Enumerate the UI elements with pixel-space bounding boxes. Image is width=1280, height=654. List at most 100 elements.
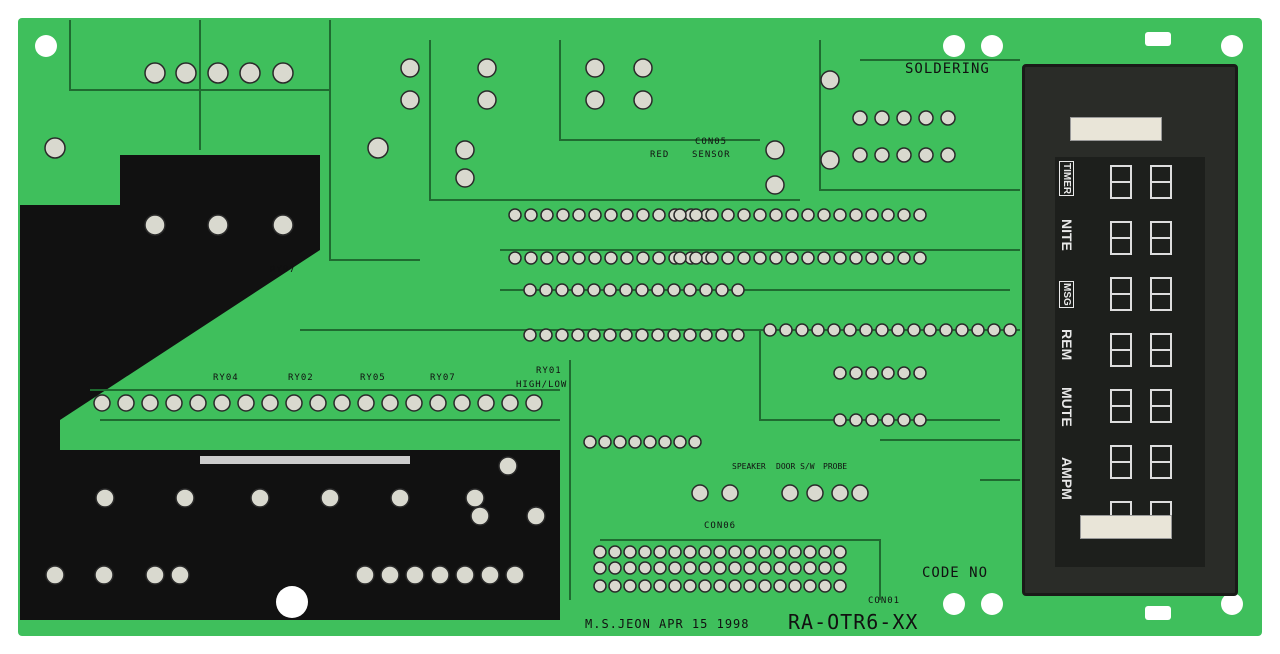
solder-pad xyxy=(773,579,787,593)
con05-label: CON05 xyxy=(695,137,728,147)
solder-pad xyxy=(604,208,618,222)
solder-pad xyxy=(881,366,895,380)
solder-pad xyxy=(781,484,799,502)
display-digit xyxy=(1150,445,1172,479)
relay-label: RY02 xyxy=(288,373,314,383)
display-connector-bottom xyxy=(1080,515,1172,539)
solder-pad xyxy=(44,137,66,159)
relay-label: RY01 xyxy=(536,366,562,376)
solder-pad xyxy=(633,90,653,110)
solder-pad xyxy=(470,506,490,526)
solder-pad xyxy=(635,283,649,297)
solder-pad xyxy=(390,488,410,508)
solder-pad xyxy=(849,413,863,427)
solder-pad xyxy=(699,283,713,297)
solder-pad xyxy=(652,208,666,222)
solder-pad xyxy=(728,545,742,559)
solder-pad xyxy=(170,565,190,585)
solder-pad xyxy=(765,140,785,160)
solder-pad xyxy=(713,561,727,575)
display-connector-top xyxy=(1070,117,1162,141)
solder-pad xyxy=(628,435,642,449)
relay-label: RY05 xyxy=(360,373,386,383)
solder-pad xyxy=(827,323,841,337)
solder-pad xyxy=(508,251,522,265)
solder-pad xyxy=(852,110,868,126)
solder-pad xyxy=(505,565,525,585)
solder-pad xyxy=(355,565,375,585)
display-digit xyxy=(1150,165,1172,199)
solder-pad xyxy=(272,62,294,84)
solder-pad xyxy=(261,394,279,412)
solder-pad xyxy=(683,328,697,342)
solder-pad xyxy=(523,328,537,342)
solder-pad xyxy=(731,283,745,297)
timer-indicator: TIMER xyxy=(1059,161,1074,197)
solder-pad xyxy=(940,110,956,126)
solder-pad xyxy=(818,561,832,575)
solder-pad xyxy=(571,283,585,297)
solder-pad xyxy=(540,251,554,265)
solder-pad xyxy=(539,283,553,297)
display-digit xyxy=(1150,389,1172,423)
solder-pad xyxy=(817,251,831,265)
solder-pad xyxy=(688,435,702,449)
solder-pad xyxy=(585,90,605,110)
nite-indicator: NITE xyxy=(1059,219,1075,251)
solder-pad xyxy=(897,208,911,222)
ground-plane xyxy=(20,155,560,620)
solder-pad xyxy=(874,147,890,163)
solder-pad xyxy=(833,413,847,427)
solder-pad xyxy=(165,394,183,412)
solder-pad xyxy=(865,366,879,380)
solder-pad xyxy=(571,328,585,342)
solder-pad xyxy=(623,579,637,593)
solder-pad xyxy=(141,394,159,412)
solder-pad xyxy=(524,208,538,222)
solder-pad xyxy=(713,545,727,559)
solder-pad xyxy=(852,147,868,163)
solder-pad xyxy=(477,394,495,412)
solder-pad xyxy=(788,545,802,559)
relay-label: RY04 xyxy=(213,373,239,383)
solder-pad xyxy=(820,70,840,90)
relay-label: RY07 xyxy=(270,265,296,275)
solder-pad xyxy=(801,208,815,222)
mute-indicator: MUTE xyxy=(1059,387,1075,427)
solder-pad xyxy=(636,208,650,222)
solder-pad xyxy=(623,561,637,575)
solder-pad xyxy=(699,328,713,342)
solder-pad xyxy=(588,208,602,222)
solder-pad xyxy=(455,140,475,160)
solder-pad xyxy=(897,366,911,380)
solder-pad xyxy=(320,488,340,508)
solder-pad xyxy=(913,366,927,380)
solder-pad xyxy=(849,366,863,380)
solder-pad xyxy=(897,251,911,265)
solder-pad xyxy=(237,394,255,412)
solder-pad xyxy=(555,328,569,342)
solder-pad xyxy=(638,545,652,559)
author-date-label: M.S.JEON APR 15 1998 xyxy=(585,617,750,631)
solder-pad xyxy=(117,394,135,412)
solder-pad xyxy=(250,488,270,508)
solder-pad xyxy=(593,561,607,575)
solder-pad xyxy=(603,328,617,342)
solder-pad xyxy=(769,208,783,222)
solder-pad xyxy=(333,394,351,412)
solder-pad xyxy=(593,579,607,593)
solder-pad xyxy=(619,328,633,342)
probe-label: PROBE xyxy=(823,462,848,471)
solder-pad xyxy=(555,283,569,297)
solder-pad xyxy=(689,208,703,222)
vfd-display: TIMER NITE MSG REM MUTE AMPM xyxy=(1022,64,1238,596)
display-glass: TIMER NITE MSG REM MUTE AMPM xyxy=(1055,157,1205,567)
solder-pad xyxy=(721,484,739,502)
solder-pad xyxy=(668,545,682,559)
solder-pad xyxy=(272,214,294,236)
high-low-label: HIGH/LOW xyxy=(516,380,568,390)
part-number-label: RA-OTR6-XX xyxy=(788,610,919,634)
solder-pad xyxy=(874,110,890,126)
solder-pad xyxy=(587,283,601,297)
solder-pad xyxy=(769,251,783,265)
